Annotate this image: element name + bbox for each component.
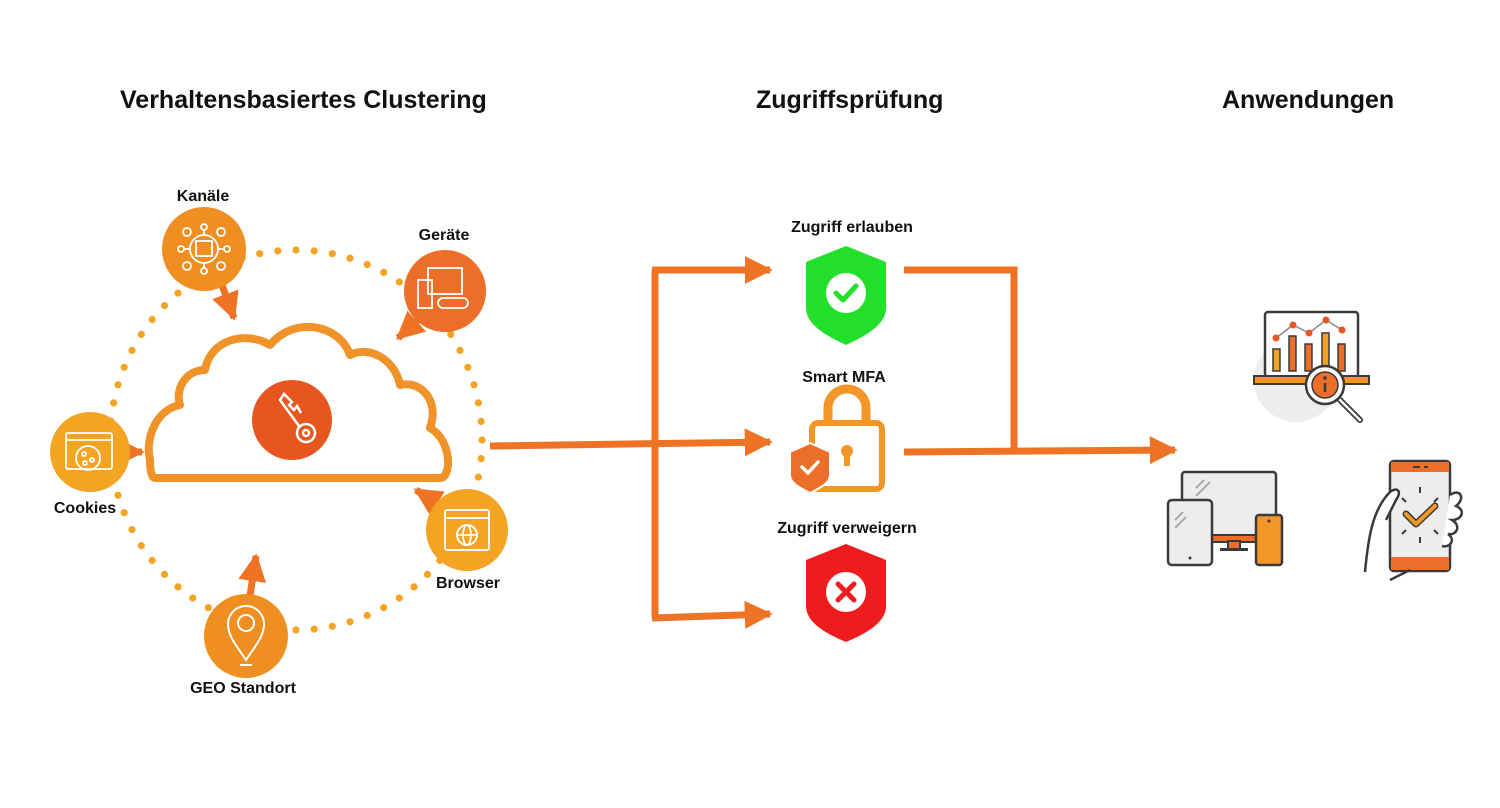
factor-label-channels: Kanäle [176, 188, 230, 205]
factor-browser [426, 489, 508, 571]
ring-dot [328, 622, 336, 630]
decision-label-mfa: Smart MFA [802, 369, 886, 386]
ring-dot [204, 604, 212, 612]
app-analytics [1253, 310, 1370, 423]
arrow-browser [413, 487, 445, 516]
key-badge [252, 380, 332, 460]
ring-dot [447, 330, 455, 338]
ring-dot [128, 346, 136, 354]
ring-dot [160, 570, 169, 579]
ring-dot [423, 570, 432, 579]
line-from-allow [904, 266, 1018, 450]
ring-dot [120, 509, 128, 517]
phone-check-icon [1363, 459, 1464, 582]
devices-icon [417, 267, 469, 309]
factor-cookies [50, 412, 130, 492]
decision-allow [806, 246, 886, 345]
factor-label-cookies: Cookies [53, 500, 117, 517]
ring-dot [474, 399, 482, 407]
factor-geo [204, 594, 288, 678]
ring-dot [363, 611, 371, 620]
factor-channels [162, 207, 246, 291]
section-title-applications: Anwendungen [1222, 86, 1395, 114]
arrow-channels [212, 283, 239, 321]
lock-shield-icon [789, 384, 885, 495]
ring-dot [474, 473, 482, 481]
ring-dot [346, 254, 354, 262]
ring-dot [137, 330, 145, 338]
ring-dot [410, 583, 418, 591]
section-title-clustering: Verhaltensbasiertes Clustering [120, 86, 487, 114]
browser-globe-icon [444, 509, 490, 551]
ring-dot [395, 594, 403, 602]
ring-dot [310, 247, 318, 255]
ring-dot [363, 260, 371, 269]
ring-dot [478, 436, 486, 444]
decision-mfa [789, 384, 885, 495]
ring-dot [189, 594, 197, 602]
ring-dot [114, 381, 122, 389]
factor-arrows [116, 283, 445, 597]
ring-dot [292, 626, 300, 634]
ring-dot [346, 618, 354, 626]
ring-dot [477, 455, 485, 463]
ring-dot [328, 250, 336, 258]
ring-dot [380, 604, 388, 612]
decision-label-allow: Zugriff erlauben [791, 219, 913, 236]
ring-dot [274, 247, 282, 255]
arrow-geo [238, 553, 267, 597]
ring-dot [380, 268, 388, 276]
multi-device-icon [1166, 470, 1284, 567]
network-box-icon [177, 223, 231, 275]
factor-devices [404, 250, 486, 332]
ring-dot [148, 556, 156, 565]
ring-dot [456, 346, 464, 354]
ring-dot [137, 542, 145, 550]
ring-dot [120, 363, 128, 371]
app-mobile-approve [1363, 459, 1464, 582]
location-pin-icon [226, 605, 266, 666]
ring-dot [128, 526, 136, 534]
decision-label-deny: Zugriff verweigern [777, 520, 917, 537]
factor-label-geo: GEO Standort [190, 680, 296, 697]
ring-dot [110, 399, 118, 407]
ring-dot [470, 381, 478, 389]
arrow-to-deny [651, 600, 773, 629]
ring-dot [395, 278, 403, 286]
ring-dot [256, 250, 264, 258]
ring-dot [148, 315, 156, 324]
ring-dot [477, 417, 485, 425]
arrow-devices [395, 310, 427, 341]
flow-lines [489, 256, 1178, 629]
section-title-access-check: Zugriffsprüfung [756, 86, 944, 114]
ring-dot [174, 583, 182, 591]
ring-dot [160, 302, 169, 310]
arrow-to-mfa [489, 428, 773, 457]
app-multi-device [1166, 470, 1284, 567]
cookie-browser-icon [65, 432, 113, 471]
laptop-analytics-icon [1253, 310, 1370, 423]
ring-dot [114, 491, 122, 499]
ring-dot [310, 625, 318, 633]
decision-deny [806, 544, 886, 642]
ring-dot [292, 246, 300, 254]
key-icon [278, 392, 317, 444]
factor-label-browser: Browser [435, 575, 501, 592]
ring-dot [174, 289, 182, 297]
factor-label-devices: Geräte [418, 227, 470, 244]
arrow-to-apps [903, 436, 1178, 465]
ring-dot [464, 363, 472, 371]
